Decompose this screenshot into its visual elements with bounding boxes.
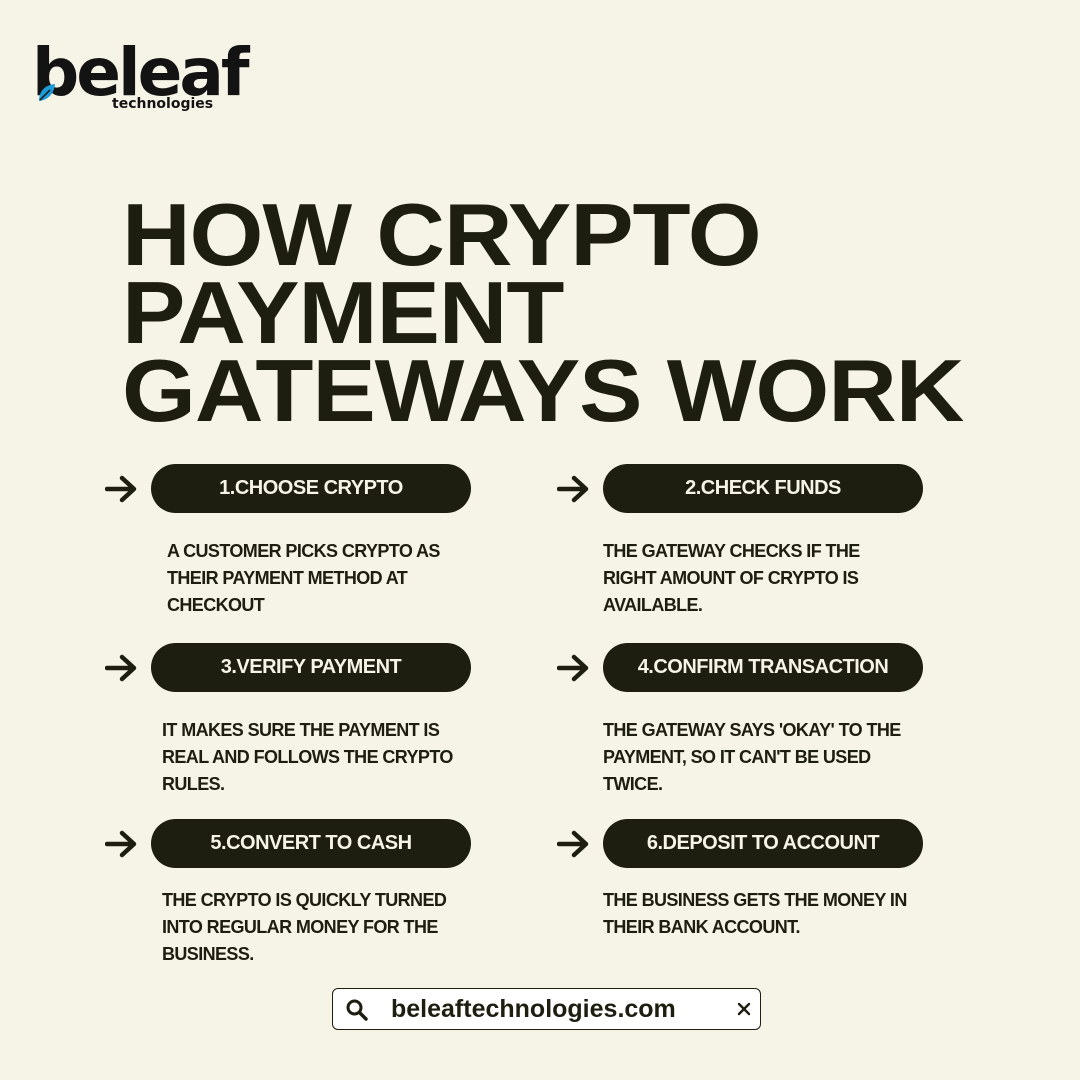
- step-description: THE GATEWAY CHECKS IF THE RIGHT AMOUNT O…: [603, 541, 860, 615]
- close-icon[interactable]: [737, 1002, 751, 1016]
- arrow-right-icon: [105, 475, 137, 503]
- search-bar[interactable]: beleaftechnologies.com: [332, 988, 761, 1030]
- search-input[interactable]: beleaftechnologies.com: [391, 995, 676, 1023]
- arrow-right-icon: [557, 830, 589, 858]
- brand-logo: beleaf technologies: [32, 38, 250, 120]
- step-description: IT MAKES SURE THE PAYMENT IS REAL AND FO…: [162, 720, 453, 794]
- step-description: THE CRYPTO IS QUICKLY TURNED INTO REGULA…: [162, 890, 447, 964]
- step-description: THE GATEWAY SAYS 'OKAY' TO THE PAYMENT, …: [603, 720, 901, 794]
- leaf-icon: [39, 84, 55, 101]
- arrow-right-icon: [105, 654, 137, 682]
- arrow-right-icon: [105, 830, 137, 858]
- title-line: GATEWAYS WORK: [122, 341, 964, 440]
- brand-name: beleaf: [32, 34, 250, 111]
- title-line: HOW CRYPTO: [122, 185, 762, 284]
- arrow-right-icon: [557, 654, 589, 682]
- step-description: THE BUSINESS GETS THE MONEY IN THEIR BAN…: [603, 890, 907, 937]
- step-label: 4.CONFIRM TRANSACTION: [603, 643, 923, 692]
- step-label: 2.CHECK FUNDS: [603, 464, 923, 513]
- arrow-right-icon: [557, 475, 589, 503]
- step-label: 3.VERIFY PAYMENT: [151, 643, 471, 692]
- step-label: 5.CONVERT TO CASH: [151, 819, 471, 868]
- title-line: PAYMENT: [122, 263, 564, 362]
- page-title: HOW CRYPTO PAYMENT GATEWAYS WORK: [122, 185, 964, 440]
- brand-tagline: technologies: [112, 96, 214, 112]
- search-icon[interactable]: [345, 998, 369, 1022]
- step-label: 1.CHOOSE CRYPTO: [151, 464, 471, 513]
- step-label: 6.DEPOSIT TO ACCOUNT: [603, 819, 923, 868]
- step-description: A CUSTOMER PICKS CRYPTO AS THEIR PAYMENT…: [167, 541, 440, 615]
